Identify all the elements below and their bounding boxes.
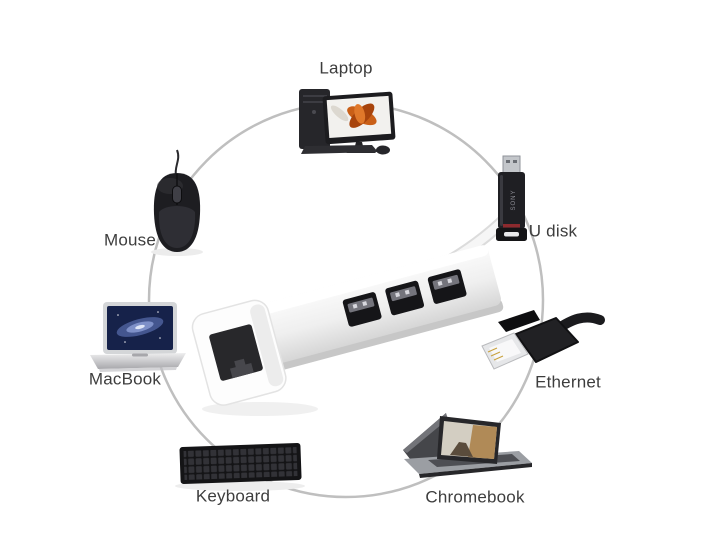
laptop-image [299, 89, 396, 155]
keyboard-image [175, 442, 305, 491]
ethernet-port [191, 299, 287, 406]
label-laptop: Laptop [319, 58, 373, 78]
label-keyboard: Keyboard [195, 486, 271, 506]
label-macbook: MacBook [88, 369, 162, 389]
usb-hub-image [191, 199, 525, 416]
hub-shadow [202, 402, 318, 416]
hub-top-highlight [207, 245, 489, 329]
u-disk-brand-text: SONY [511, 189, 517, 210]
mouse-image [151, 149, 203, 256]
usb-port-1 [342, 292, 382, 327]
label-u-disk: U disk [528, 221, 578, 241]
usb-port-2 [385, 280, 425, 316]
label-chromebook: Chromebook [425, 487, 525, 507]
macbook-image [90, 302, 186, 372]
label-mouse: Mouse [103, 230, 157, 250]
u-disk-image: SONY [496, 155, 527, 241]
label-ethernet: Ethernet [535, 372, 601, 392]
chromebook-image [403, 413, 532, 478]
usb-port-3 [427, 269, 467, 304]
ethernet-image [481, 310, 605, 370]
